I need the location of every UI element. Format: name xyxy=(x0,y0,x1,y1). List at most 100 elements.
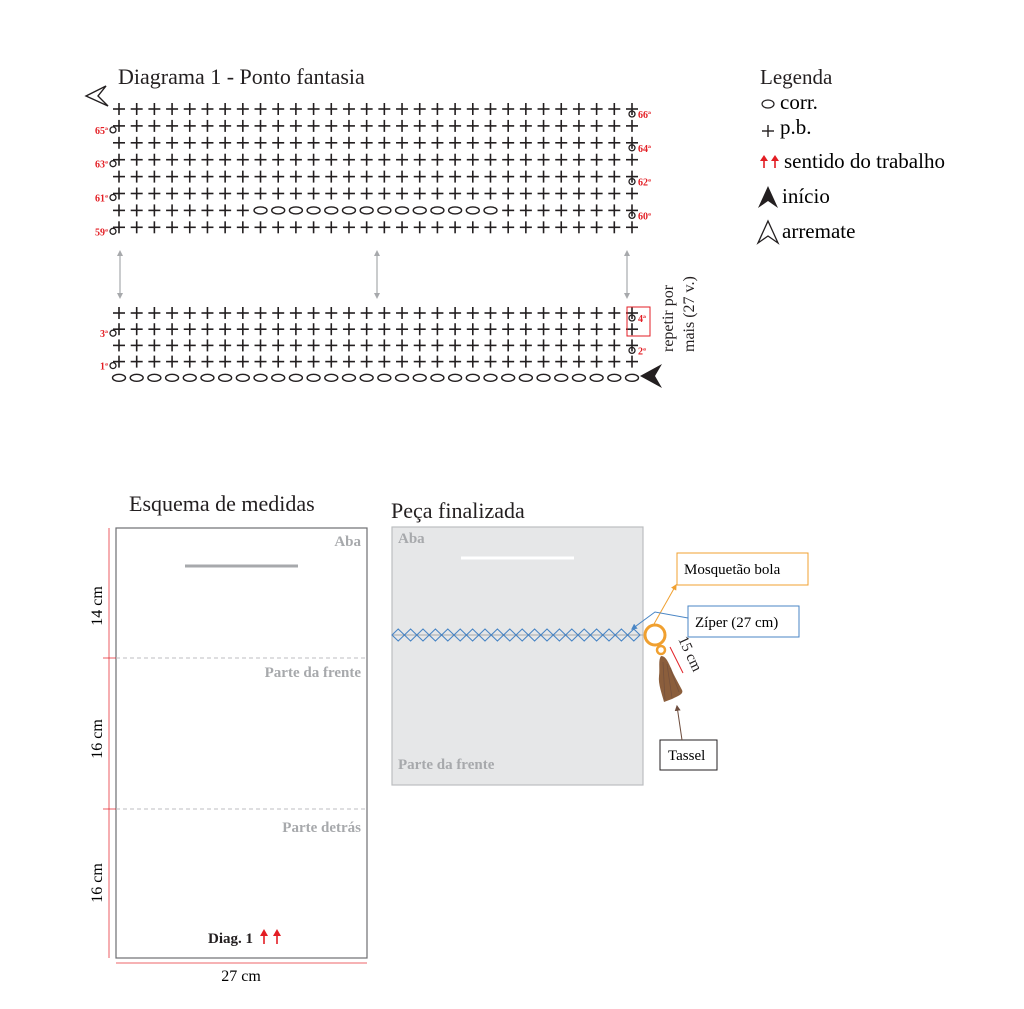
schema-label-front: Parte da frente xyxy=(265,665,362,681)
clasp-leader xyxy=(653,583,677,625)
single-crochet-stitch xyxy=(466,170,479,183)
single-crochet-stitch xyxy=(113,221,125,234)
single-crochet-stitch xyxy=(130,119,143,132)
single-crochet-stitch xyxy=(431,103,444,115)
single-crochet-stitch xyxy=(590,323,603,336)
single-crochet-stitch xyxy=(378,339,391,352)
single-crochet-stitch xyxy=(166,204,179,217)
single-crochet-stitch xyxy=(325,136,338,149)
schema-diag-ref: Diag. 1 xyxy=(208,931,253,947)
single-crochet-stitch xyxy=(113,170,125,183)
single-crochet-stitch xyxy=(378,119,391,132)
single-crochet-stitch xyxy=(519,187,532,200)
single-crochet-stitch xyxy=(236,307,249,319)
single-crochet-stitch xyxy=(449,153,462,166)
single-crochet-stitch xyxy=(449,136,462,149)
single-crochet-stitch xyxy=(236,170,249,183)
legend-label-corr: corr. xyxy=(780,90,818,114)
single-crochet-stitch xyxy=(360,355,373,368)
single-crochet-stitch xyxy=(219,136,232,149)
single-crochet-stitch xyxy=(201,307,214,319)
chain-stitch xyxy=(447,206,463,215)
single-crochet-stitch xyxy=(484,221,497,234)
zipper-zigzag xyxy=(391,628,641,642)
stitch-row: 66ª xyxy=(113,103,651,121)
single-crochet-stitch xyxy=(272,355,285,368)
single-crochet-stitch xyxy=(201,355,214,368)
single-crochet-stitch xyxy=(360,221,373,234)
single-crochet-stitch xyxy=(183,355,196,368)
single-crochet-stitch xyxy=(325,221,338,234)
single-crochet-stitch xyxy=(183,221,196,234)
chain-stitch xyxy=(271,373,286,382)
single-crochet-stitch xyxy=(166,153,179,166)
single-crochet-stitch xyxy=(113,153,125,166)
single-crochet-stitch xyxy=(130,103,143,115)
single-crochet-stitch xyxy=(590,355,603,368)
legend-label-arremate: arremate xyxy=(782,219,855,243)
tassel-fringe xyxy=(662,661,680,701)
single-crochet-stitch xyxy=(572,204,585,217)
turning-chain xyxy=(109,160,117,168)
single-crochet-stitch xyxy=(360,339,373,352)
stitch-row: 1ª xyxy=(100,355,638,373)
single-crochet-stitch xyxy=(325,307,338,319)
repeat-note-line2: mais (27 v.) xyxy=(681,276,698,352)
single-crochet-stitch xyxy=(555,339,568,352)
single-crochet-stitch xyxy=(572,170,585,183)
single-crochet-stitch xyxy=(449,187,462,200)
single-crochet-stitch xyxy=(608,221,621,234)
schema-outline xyxy=(115,527,368,959)
turning-chain xyxy=(109,193,117,202)
chain-stitch xyxy=(271,206,286,215)
single-crochet-stitch xyxy=(183,307,196,319)
single-crochet-stitch xyxy=(219,103,232,115)
single-crochet-stitch xyxy=(413,187,426,200)
turning-chain xyxy=(109,126,117,134)
single-crochet-stitch xyxy=(342,136,355,149)
turning-chain xyxy=(628,144,636,152)
single-crochet-stitch xyxy=(449,119,462,132)
dim-label-front: 16 cm xyxy=(89,719,106,759)
single-crochet-stitch xyxy=(431,153,444,166)
chain-stitch xyxy=(306,206,321,215)
single-crochet-stitch xyxy=(449,307,462,319)
single-crochet-stitch xyxy=(272,136,285,149)
single-crochet-stitch xyxy=(626,187,638,200)
single-crochet-stitch xyxy=(166,339,179,352)
single-crochet-stitch xyxy=(449,355,462,368)
single-crochet-stitch xyxy=(130,323,143,336)
single-crochet-stitch xyxy=(466,136,479,149)
row-number-label: 63ª xyxy=(95,160,108,171)
single-crochet-stitch xyxy=(236,355,249,368)
finished-panel xyxy=(391,526,644,786)
single-crochet-stitch xyxy=(289,187,302,200)
single-crochet-stitch xyxy=(537,221,550,234)
turning-chain xyxy=(628,314,636,322)
single-crochet-stitch xyxy=(219,221,232,234)
chain-stitch xyxy=(377,373,392,382)
single-crochet-stitch xyxy=(166,170,179,183)
single-crochet-stitch xyxy=(236,119,249,132)
stitch-row: 65ª xyxy=(95,119,638,137)
single-crochet-stitch xyxy=(236,204,249,217)
single-crochet-stitch xyxy=(466,119,479,132)
row-number-label: 62ª xyxy=(638,178,651,189)
single-crochet-stitch xyxy=(537,170,550,183)
single-crochet-stitch xyxy=(484,119,497,132)
single-crochet-stitch xyxy=(502,204,515,217)
single-crochet-stitch xyxy=(484,307,497,319)
single-crochet-stitch xyxy=(396,307,409,319)
single-crochet-stitch xyxy=(519,307,532,319)
row-number-label: 2ª xyxy=(638,346,646,357)
single-crochet-stitch xyxy=(325,153,338,166)
single-crochet-stitch xyxy=(608,307,621,319)
single-crochet-stitch xyxy=(325,170,338,183)
chain-stitch xyxy=(235,373,251,382)
clasp-small-ring xyxy=(655,644,667,656)
single-crochet-stitch xyxy=(113,204,125,217)
single-crochet-stitch xyxy=(537,355,550,368)
single-crochet-stitch xyxy=(166,355,179,368)
single-crochet-plus-icon xyxy=(762,125,774,137)
